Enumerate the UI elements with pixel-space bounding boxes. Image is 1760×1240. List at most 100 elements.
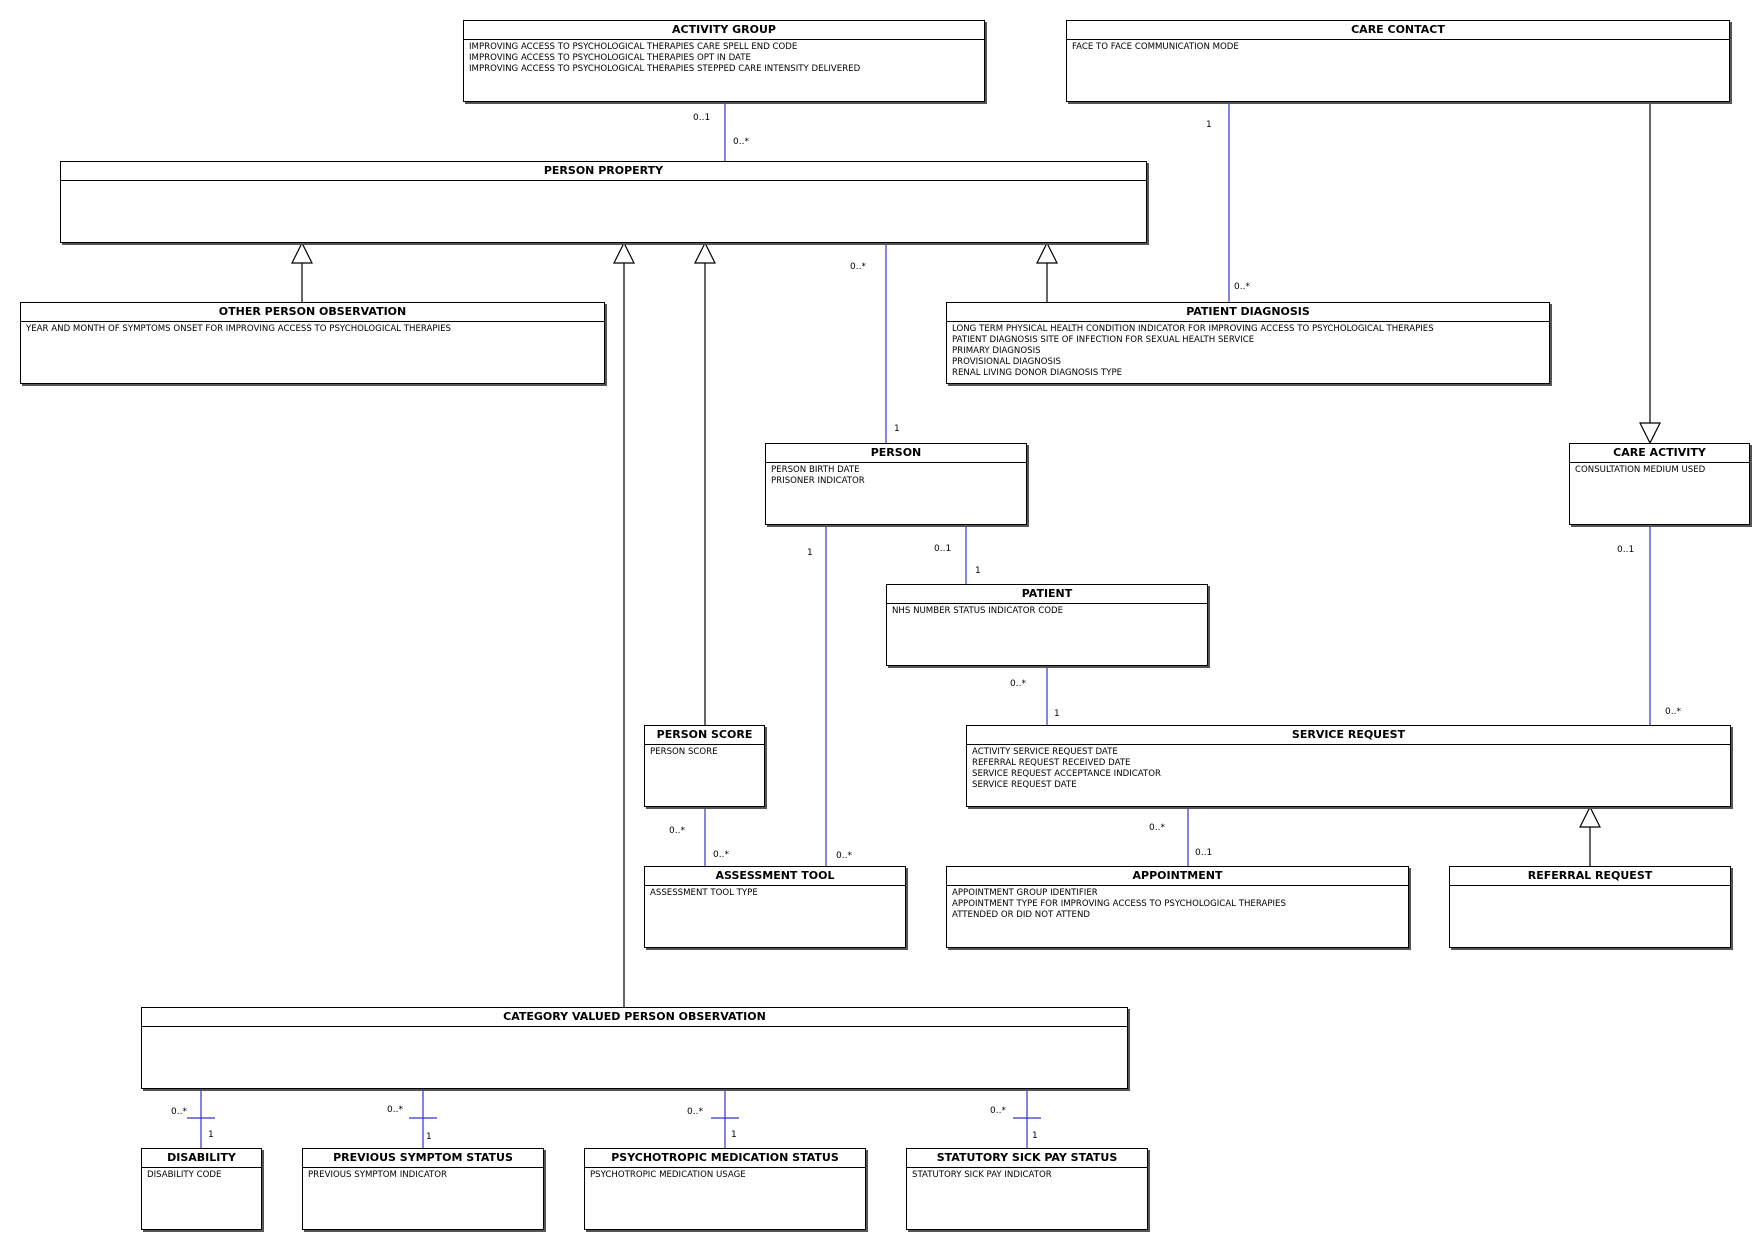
- entity-referral-request[interactable]: REFERRAL REQUEST: [1449, 866, 1731, 948]
- entity-service-request[interactable]: SERVICE REQUEST ACTIVITY SERVICE REQUEST…: [966, 725, 1731, 807]
- entity-title: DISABILITY: [142, 1149, 261, 1168]
- entity-title: SERVICE REQUEST: [967, 726, 1730, 745]
- multiplicity-label: 1: [807, 548, 813, 558]
- multiplicity-label: 0..*: [687, 1107, 703, 1117]
- entity-title: PREVIOUS SYMPTOM STATUS: [303, 1149, 543, 1168]
- multiplicity-label: 1: [1206, 120, 1212, 130]
- entity-category-valued-person-observation[interactable]: CATEGORY VALUED PERSON OBSERVATION: [141, 1007, 1128, 1089]
- attribute: FACE TO FACE COMMUNICATION MODE: [1072, 42, 1239, 52]
- entity-appointment[interactable]: APPOINTMENT APPOINTMENT GROUP IDENTIFIER…: [946, 866, 1409, 948]
- entity-care-activity[interactable]: CARE ACTIVITY CONSULTATION MEDIUM USED: [1569, 443, 1750, 525]
- generalization-arrow: [1639, 422, 1661, 445]
- entity-person[interactable]: PERSON PERSON BIRTH DATE PRISONER INDICA…: [765, 443, 1027, 525]
- entity-title: PSYCHOTROPIC MEDICATION STATUS: [585, 1149, 865, 1168]
- attribute: APPOINTMENT GROUP IDENTIFIER: [952, 888, 1098, 898]
- attribute: PERSON SCORE: [650, 747, 718, 757]
- entity-psychotropic-medication-status[interactable]: PSYCHOTROPIC MEDICATION STATUS PSYCHOTRO…: [584, 1148, 866, 1230]
- attribute-list: PERSON SCORE: [645, 745, 764, 758]
- entity-title: ACTIVITY GROUP: [464, 21, 984, 40]
- multiplicity-label: 0..1: [1617, 545, 1635, 555]
- attribute: IMPROVING ACCESS TO PSYCHOLOGICAL THERAP…: [469, 42, 798, 52]
- multiplicity-label: 0..*: [1010, 679, 1026, 689]
- entity-care-contact[interactable]: CARE CONTACT FACE TO FACE COMMUNICATION …: [1066, 20, 1730, 102]
- attribute-list: FACE TO FACE COMMUNICATION MODE: [1067, 40, 1729, 53]
- attribute-list: DISABILITY CODE: [142, 1168, 261, 1181]
- attribute-list: PERSON BIRTH DATE PRISONER INDICATOR: [766, 463, 1026, 487]
- attribute: RENAL LIVING DONOR DIAGNOSIS TYPE: [952, 368, 1123, 378]
- attribute: ASSESSMENT TOOL TYPE: [650, 888, 758, 898]
- entity-title: REFERRAL REQUEST: [1450, 867, 1730, 886]
- multiplicity-label: 1: [975, 566, 981, 576]
- attribute-list: ASSESSMENT TOOL TYPE: [645, 886, 905, 899]
- entity-patient-diagnosis[interactable]: PATIENT DIAGNOSIS LONG TERM PHYSICAL HEA…: [946, 302, 1550, 384]
- attribute: PROVISIONAL DIAGNOSIS: [952, 357, 1061, 367]
- attribute: PERSON BIRTH DATE: [771, 465, 860, 475]
- attribute: PREVIOUS SYMPTOM INDICATOR: [308, 1170, 448, 1180]
- attribute: PRIMARY DIAGNOSIS: [952, 346, 1041, 356]
- entity-statutory-sick-pay-status[interactable]: STATUTORY SICK PAY STATUS STATUTORY SICK…: [906, 1148, 1148, 1230]
- multiplicity-label: 0..*: [713, 850, 729, 860]
- entity-title: CATEGORY VALUED PERSON OBSERVATION: [142, 1008, 1127, 1027]
- generalization-arrow: [1036, 241, 1058, 264]
- multiplicity-label: 0..*: [1234, 282, 1250, 292]
- attribute-list: ACTIVITY SERVICE REQUEST DATE REFERRAL R…: [967, 745, 1730, 791]
- multiplicity-label: 0..1: [693, 113, 711, 123]
- attribute: DISABILITY CODE: [147, 1170, 222, 1180]
- attribute: YEAR AND MONTH OF SYMPTOMS ONSET FOR IMP…: [26, 324, 452, 334]
- entity-person-score[interactable]: PERSON SCORE PERSON SCORE: [644, 725, 765, 807]
- attribute: ACTIVITY SERVICE REQUEST DATE: [972, 747, 1118, 757]
- multiplicity-label: 0..*: [733, 137, 749, 147]
- attribute-list: PREVIOUS SYMPTOM INDICATOR: [303, 1168, 543, 1181]
- entity-disability[interactable]: DISABILITY DISABILITY CODE: [141, 1148, 262, 1230]
- multiplicity-label: 1: [1032, 1131, 1038, 1141]
- entity-title: PATIENT DIAGNOSIS: [947, 303, 1549, 322]
- multiplicity-label: 0..*: [387, 1105, 403, 1115]
- multiplicity-label: 0..*: [669, 826, 685, 836]
- multiplicity-label: 1: [208, 1130, 214, 1140]
- attribute-list: LONG TERM PHYSICAL HEALTH CONDITION INDI…: [947, 322, 1549, 379]
- attribute: CONSULTATION MEDIUM USED: [1575, 465, 1706, 475]
- attribute-list: NHS NUMBER STATUS INDICATOR CODE: [887, 604, 1207, 617]
- attribute: ATTENDED OR DID NOT ATTEND: [952, 910, 1090, 920]
- attribute-list: PSYCHOTROPIC MEDICATION USAGE: [585, 1168, 865, 1181]
- entity-previous-symptom-status[interactable]: PREVIOUS SYMPTOM STATUS PREVIOUS SYMPTOM…: [302, 1148, 544, 1230]
- entity-title: PERSON SCORE: [645, 726, 764, 745]
- generalization-arrow: [1579, 805, 1601, 828]
- generalization-arrow: [694, 241, 716, 264]
- entity-title: ASSESSMENT TOOL: [645, 867, 905, 886]
- entity-title: OTHER PERSON OBSERVATION: [21, 303, 604, 322]
- multiplicity-label: 0..*: [990, 1106, 1006, 1116]
- entity-title: PATIENT: [887, 585, 1207, 604]
- entity-activity-group[interactable]: ACTIVITY GROUP IMPROVING ACCESS TO PSYCH…: [463, 20, 985, 102]
- multiplicity-label: 0..1: [934, 544, 952, 554]
- attribute: NHS NUMBER STATUS INDICATOR CODE: [892, 606, 1064, 616]
- attribute-list: STATUTORY SICK PAY INDICATOR: [907, 1168, 1147, 1181]
- attribute: SERVICE REQUEST DATE: [972, 780, 1077, 790]
- attribute: PSYCHOTROPIC MEDICATION USAGE: [590, 1170, 746, 1180]
- generalization-arrow: [291, 241, 313, 264]
- attribute: APPOINTMENT TYPE FOR IMPROVING ACCESS TO…: [952, 899, 1286, 909]
- entity-title: PERSON PROPERTY: [61, 162, 1146, 181]
- attribute: IMPROVING ACCESS TO PSYCHOLOGICAL THERAP…: [469, 64, 861, 74]
- attribute: SERVICE REQUEST ACCEPTANCE INDICATOR: [972, 769, 1161, 779]
- multiplicity-label: 1: [426, 1132, 432, 1142]
- entity-patient[interactable]: PATIENT NHS NUMBER STATUS INDICATOR CODE: [886, 584, 1208, 666]
- attribute-list: YEAR AND MONTH OF SYMPTOMS ONSET FOR IMP…: [21, 322, 604, 335]
- entity-person-property[interactable]: PERSON PROPERTY: [60, 161, 1147, 243]
- multiplicity-label: 1: [894, 424, 900, 434]
- attribute: PRISONER INDICATOR: [771, 476, 865, 486]
- entity-title: PERSON: [766, 444, 1026, 463]
- attribute: STATUTORY SICK PAY INDICATOR: [912, 1170, 1052, 1180]
- multiplicity-label: 1: [731, 1130, 737, 1140]
- attribute-list: APPOINTMENT GROUP IDENTIFIER APPOINTMENT…: [947, 886, 1408, 921]
- multiplicity-label: 0..*: [836, 851, 852, 861]
- attribute: REFERRAL REQUEST RECEIVED DATE: [972, 758, 1131, 768]
- entity-title: APPOINTMENT: [947, 867, 1408, 886]
- entity-other-person-observation[interactable]: OTHER PERSON OBSERVATION YEAR AND MONTH …: [20, 302, 605, 384]
- entity-title: STATUTORY SICK PAY STATUS: [907, 1149, 1147, 1168]
- attribute: LONG TERM PHYSICAL HEALTH CONDITION INDI…: [952, 324, 1434, 334]
- entity-assessment-tool[interactable]: ASSESSMENT TOOL ASSESSMENT TOOL TYPE: [644, 866, 906, 948]
- attribute: IMPROVING ACCESS TO PSYCHOLOGICAL THERAP…: [469, 53, 751, 63]
- entity-title: CARE ACTIVITY: [1570, 444, 1749, 463]
